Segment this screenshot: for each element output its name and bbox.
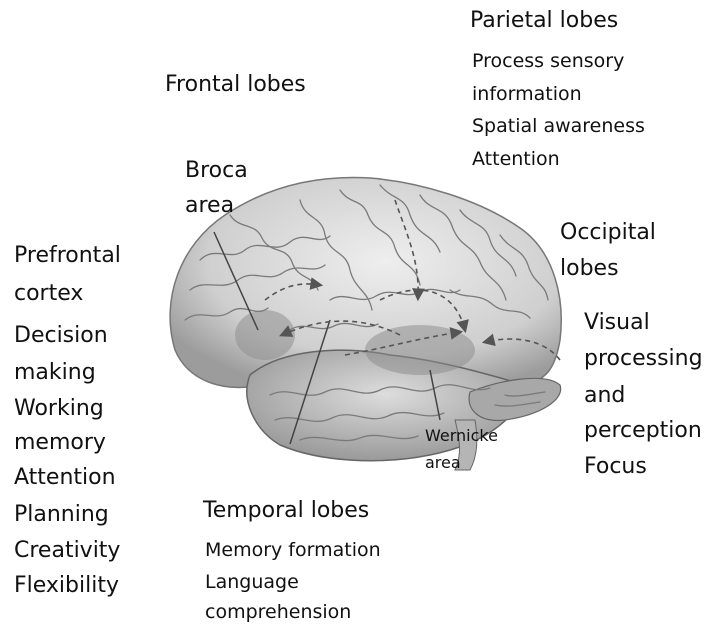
parietal-function: information xyxy=(472,85,582,104)
prefrontal-function: Flexibility xyxy=(14,575,119,597)
wernicke-area-label-line2: area xyxy=(425,455,461,471)
prefrontal-cortex-title-line2: cortex xyxy=(14,283,83,305)
parietal-function: Attention xyxy=(472,150,560,169)
parietal-lobes-title: Parietal lobes xyxy=(470,10,618,32)
occipital-lobes-title-line1: Occipital xyxy=(560,222,656,244)
frontal-lobes-title: Frontal lobes xyxy=(165,74,306,96)
wernicke-area-label-line1: Wernicke xyxy=(425,428,498,444)
temporal-function: Language xyxy=(205,573,299,592)
prefrontal-function: Attention xyxy=(14,467,116,489)
parietal-function: Process sensory xyxy=(472,52,624,71)
prefrontal-function: Decision xyxy=(14,325,108,347)
broca-area-label-line2: area xyxy=(185,195,234,217)
occipital-function: processing xyxy=(584,348,703,370)
occipital-function: Visual xyxy=(584,312,650,334)
prefrontal-function: making xyxy=(14,362,96,384)
broca-area-label-line1: Broca xyxy=(185,160,248,182)
prefrontal-cortex-title-line1: Prefrontal xyxy=(14,245,121,267)
temporal-function: comprehension xyxy=(205,603,351,622)
prefrontal-function: memory xyxy=(14,432,106,454)
parietal-function: Spatial awareness xyxy=(472,117,645,136)
occipital-lobes-title-line2: lobes xyxy=(560,258,619,280)
occipital-function: and xyxy=(584,385,625,407)
prefrontal-function: Planning xyxy=(14,504,109,526)
prefrontal-function: Creativity xyxy=(14,540,120,562)
occipital-function: perception xyxy=(584,420,702,442)
occipital-function: Focus xyxy=(584,456,647,478)
temporal-function: Memory formation xyxy=(205,541,381,560)
temporal-lobes-title: Temporal lobes xyxy=(203,500,369,522)
prefrontal-function: Working xyxy=(14,398,104,420)
